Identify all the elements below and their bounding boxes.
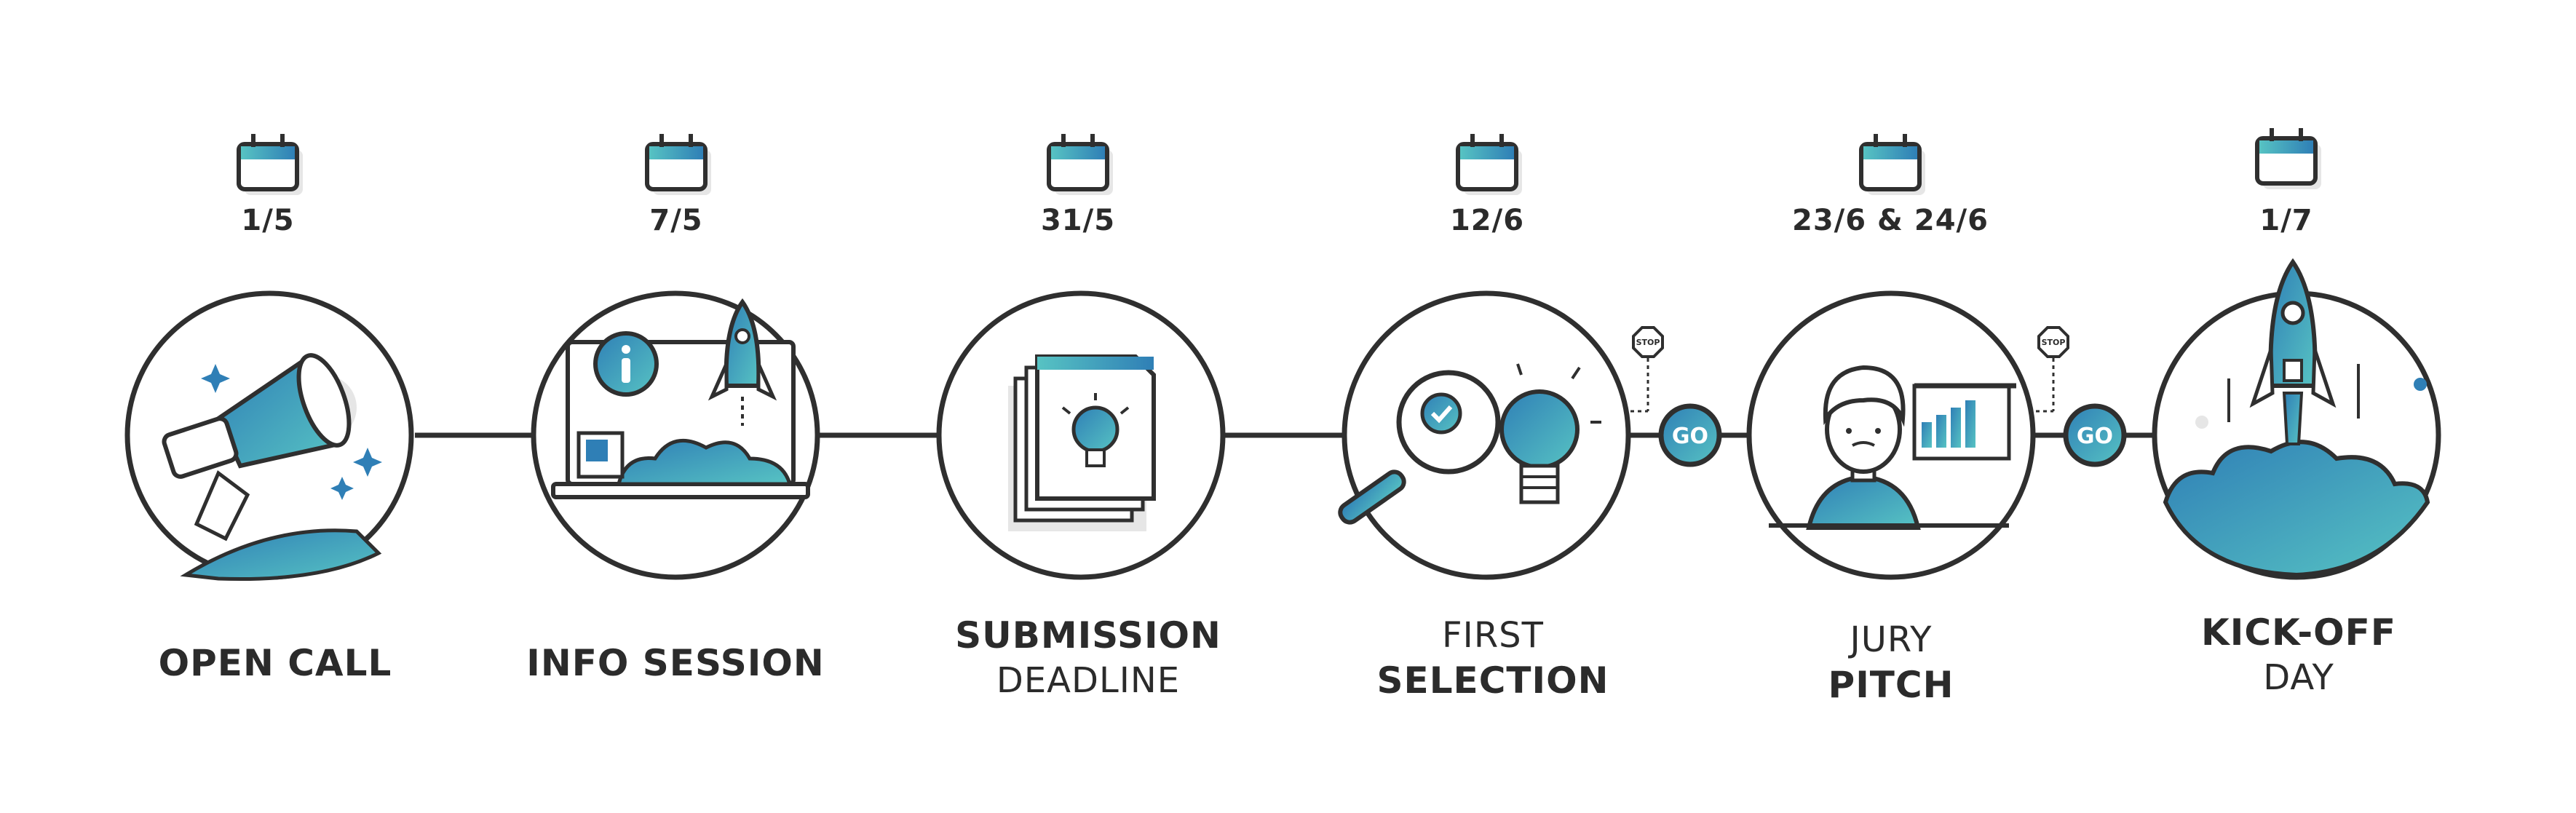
step-date: 7/5: [649, 204, 703, 237]
calendar-icon: [645, 134, 711, 195]
stop-sign-label: STOP: [2042, 338, 2066, 347]
step-label-kick-off-day: KICK-OFF DAY: [2073, 610, 2524, 700]
step-date: 12/6: [1449, 204, 1525, 237]
rocket-launch-icon: [2163, 258, 2430, 578]
step-circle-kick-off-day: [2152, 258, 2441, 580]
step-label-jury-pitch: JURY PITCH: [1665, 617, 2117, 707]
step-circle-open-call: [124, 290, 414, 582]
step-label-info-session: INFO SESSION: [450, 641, 901, 686]
stop-sign-label: STOP: [1636, 338, 1660, 347]
calendar-icon: [2255, 128, 2321, 189]
step-circle-jury-pitch: [1746, 290, 2036, 580]
step-label-bold: PITCH: [1828, 664, 1954, 706]
megaphone-icon: [162, 353, 382, 582]
step-label-bold: SUBMISSION: [955, 614, 1221, 657]
stop-sign-icon: [2037, 326, 2069, 358]
calendar-icon: [1047, 134, 1113, 195]
step-label-open-call: OPEN CALL: [49, 641, 501, 686]
go-badge-label: GO: [1672, 424, 1708, 449]
step-label-light: DAY: [2263, 657, 2334, 698]
gate-1: STOP GO: [1630, 326, 1722, 467]
laptop-rocket-icon: [551, 298, 810, 499]
step-circle-info-session: [531, 290, 820, 580]
step-label-submission-deadline: SUBMISSION DEADLINE: [863, 613, 1314, 703]
step-label-light: DEADLINE: [996, 660, 1181, 701]
go-badge-label: GO: [2077, 424, 2113, 449]
step-label-bold: KICK-OFF: [2200, 611, 2396, 654]
step-date: 23/6 & 24/6: [1792, 204, 1989, 237]
go-badge: [2063, 403, 2127, 467]
step-label-bold: INFO SESSION: [526, 642, 825, 684]
calendar-icon: [237, 134, 303, 195]
step-date: 1/5: [241, 204, 295, 237]
step-circle-first-selection: [1338, 290, 1631, 580]
magnifier-lightbulb-icon: [1338, 363, 1601, 525]
calendar-icon: [1456, 134, 1522, 195]
step-date: 31/5: [1040, 204, 1116, 237]
go-badge: [1658, 403, 1722, 467]
gate-2: STOP GO: [2036, 326, 2127, 467]
step-label-bold: SELECTION: [1376, 659, 1609, 702]
step-label-first-selection: FIRST SELECTION: [1267, 613, 1719, 703]
documents-lightbulb-icon: [1008, 354, 1156, 531]
step-label-light: FIRST: [1442, 615, 1544, 656]
step-date: 1/7: [2259, 204, 2313, 237]
step-circle-submission-deadline: [936, 290, 1226, 580]
calendar-icon: [1859, 134, 1925, 195]
jury-presenter-icon: [1769, 365, 2016, 530]
step-label-light: JURY: [1850, 619, 1933, 660]
step-label-bold: OPEN CALL: [158, 642, 392, 684]
stop-sign-icon: [1632, 326, 1664, 358]
